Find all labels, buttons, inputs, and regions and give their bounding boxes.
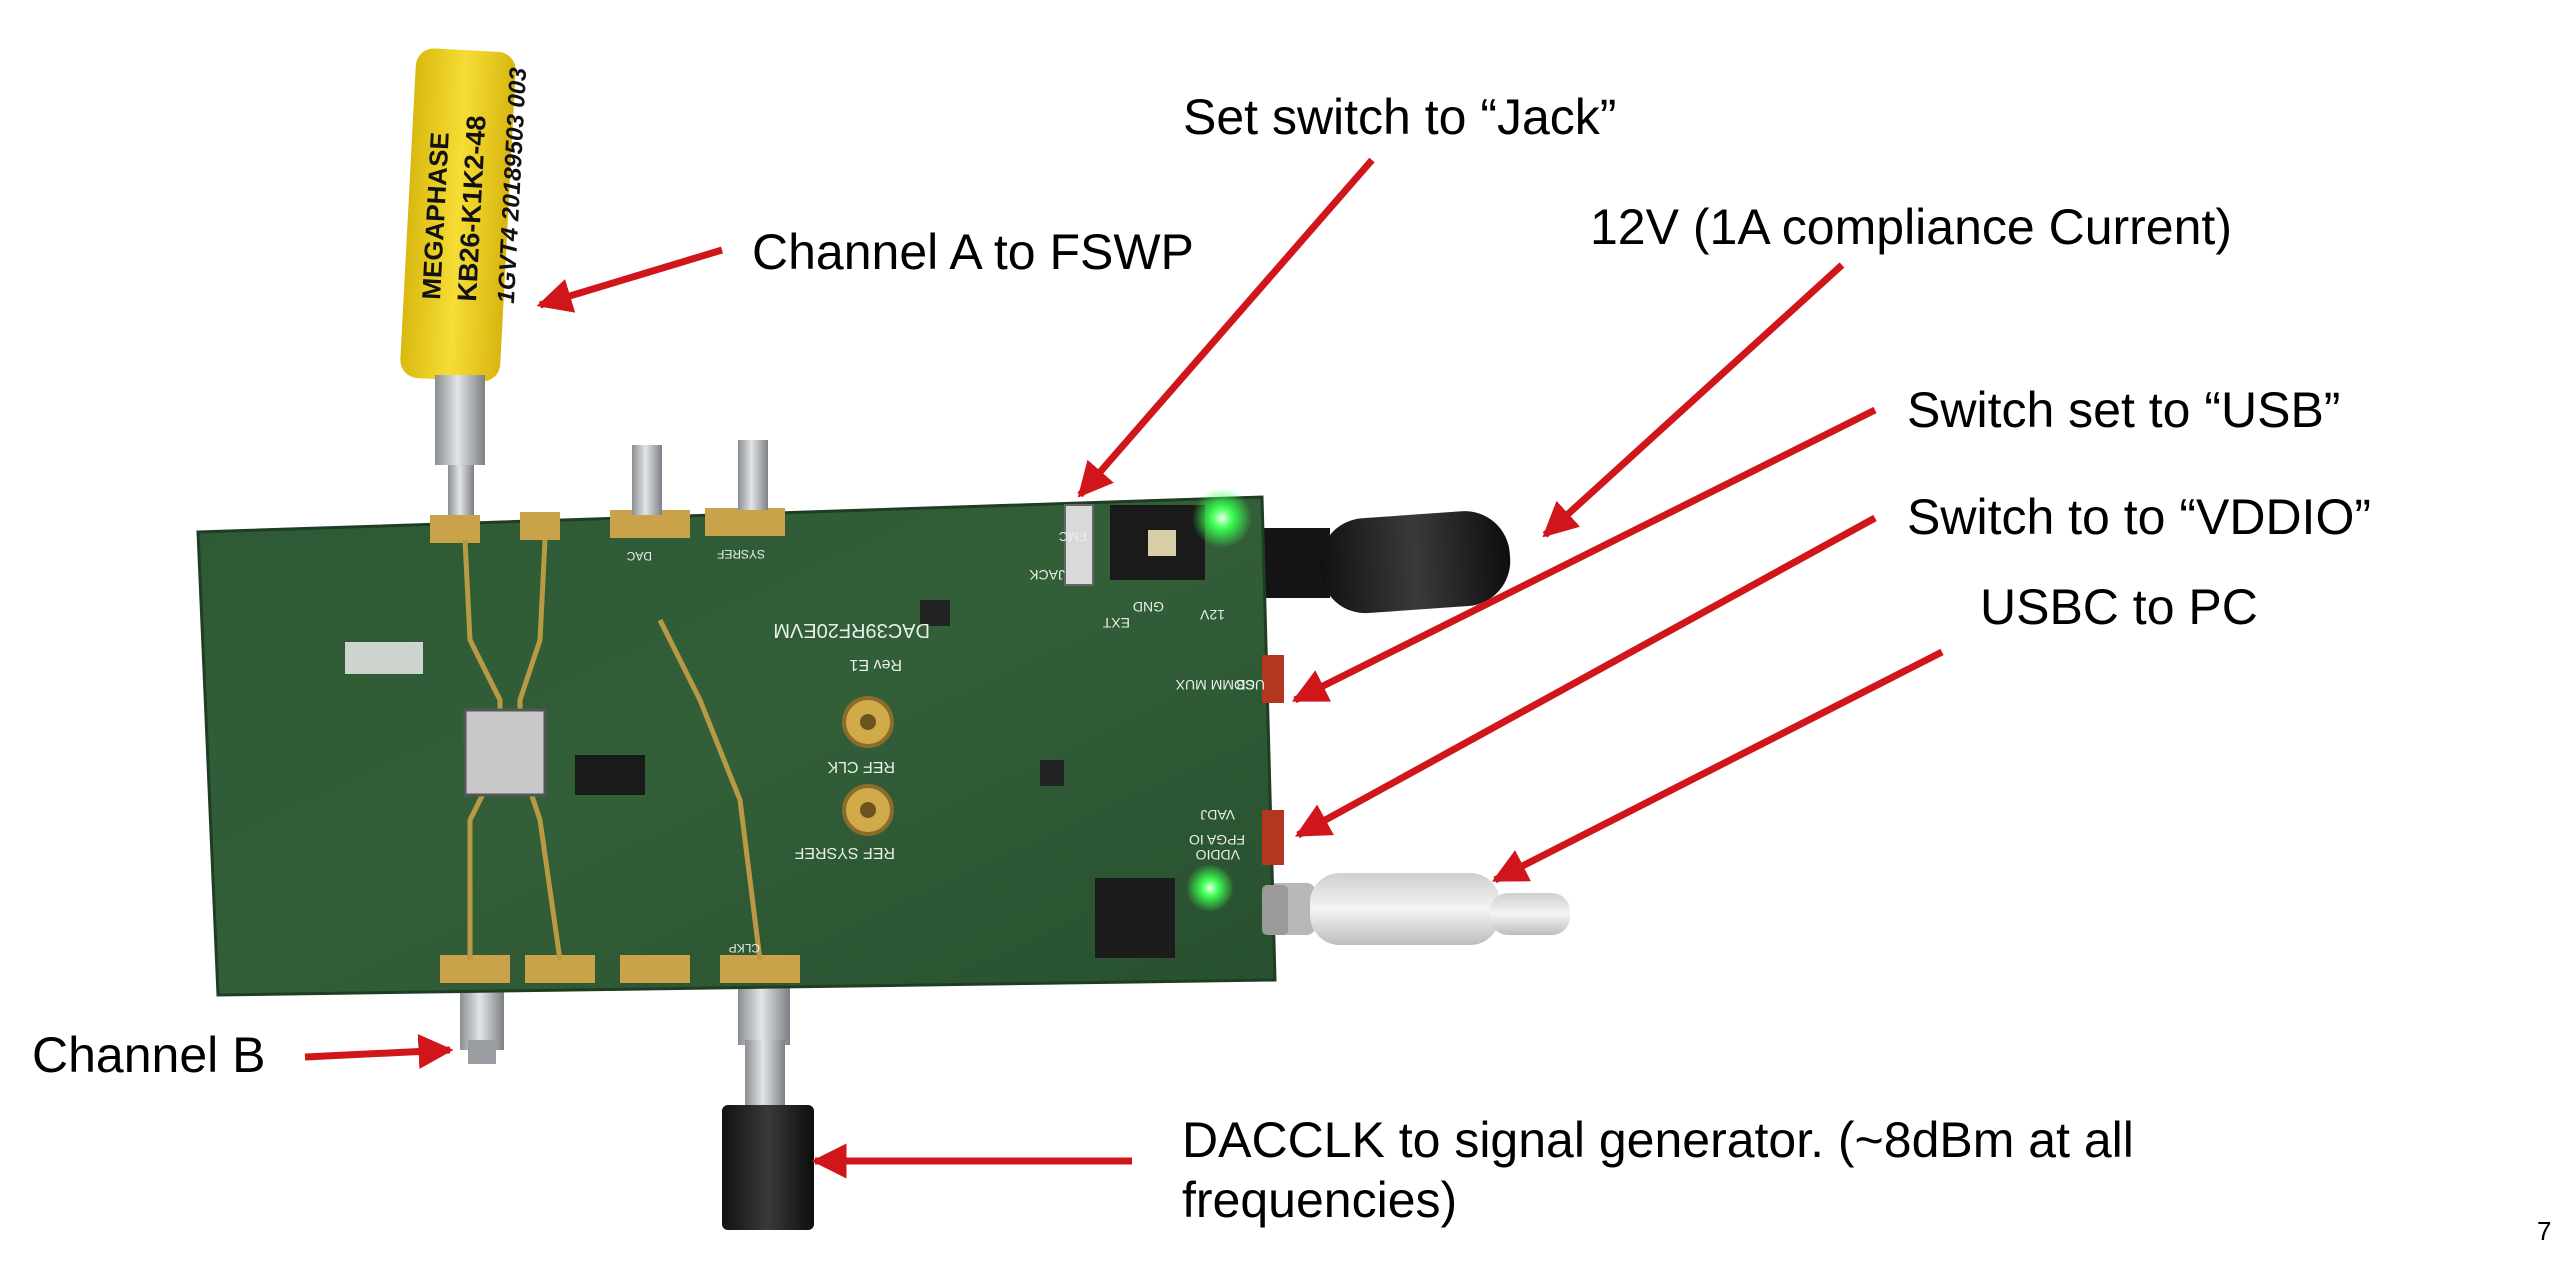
board-revision: Rev E1 — [849, 656, 902, 673]
top-sma-pads — [430, 508, 785, 543]
ref-sysref-label: REF SYSREF — [794, 844, 895, 861]
jack-switch[interactable] — [1064, 504, 1094, 586]
vddio-switch[interactable] — [1262, 810, 1284, 865]
evm-board: DAC39RF20EVM Rev E1 REF CLK REF SYSREF U… — [196, 440, 1288, 997]
clock-chip — [575, 755, 645, 795]
usb-led — [1186, 864, 1234, 912]
vddio-label: VDDIO — [1196, 847, 1240, 863]
bottom-sma-pads — [440, 955, 800, 983]
arrow-usb-switch — [1291, 406, 1877, 704]
callout-arrows — [304, 157, 1944, 1179]
top-sma-connectors — [632, 440, 768, 515]
usbc-port[interactable] — [1262, 885, 1288, 935]
callout-power: 12V (1A compliance Current) — [1590, 199, 2232, 255]
comm-mux-label: COMM MUX — [1175, 677, 1255, 693]
arrow-jack-switch — [1077, 157, 1375, 498]
callout-usb-switch: Switch set to “USB” — [1907, 382, 2341, 438]
twelve-v-label: 12V — [1199, 607, 1225, 623]
dac-chip — [463, 708, 547, 797]
fpga-io-label: FPGA IO — [1189, 832, 1245, 848]
callout-channel-b: Channel B — [32, 1027, 266, 1083]
arrow-usbc — [1491, 648, 1944, 884]
clkp-label: CLKP — [729, 941, 760, 955]
small-chip-1 — [920, 600, 950, 626]
callout-usbc: USBC to PC — [1980, 579, 2258, 635]
page-number: 7 — [2537, 1216, 2552, 1246]
callout-vddio-switch: Switch to to “VDDIO” — [1907, 489, 2371, 545]
usb-comm-mux-switch[interactable] — [1262, 655, 1284, 703]
power-cable — [1250, 511, 1511, 614]
usb-label: USB — [1236, 677, 1265, 693]
callout-dacclk: DACCLK to signal generator. (~8dBm at al… — [1182, 1112, 2134, 1228]
fmc-label: FMC — [1059, 529, 1087, 544]
callout-channel-a: Channel A to FSWP — [752, 224, 1194, 280]
callout-jack-switch: Set switch to “Jack” — [1183, 89, 1617, 145]
sysref-label: SYSREF — [717, 547, 765, 561]
fpga-interface-chip — [1095, 878, 1175, 958]
board-model: DAC39RF20EVM — [773, 619, 930, 641]
channel-a-cable: MEGAPHASE KB26-K1K2-48 1GVT4 20189503 00… — [400, 48, 532, 525]
arrow-power — [1542, 262, 1845, 538]
gnd-label: GND — [1133, 599, 1164, 615]
arrow-channel-b — [304, 1034, 454, 1069]
dacclk-cable — [722, 985, 814, 1230]
power-led — [1192, 488, 1252, 548]
ref-clk-label: REF CLK — [827, 758, 895, 775]
jack-label: JACK — [1029, 567, 1065, 583]
board-white-label — [345, 642, 423, 674]
small-chip-2 — [1040, 760, 1064, 786]
usbc-cable — [1265, 873, 1570, 945]
arrow-vddio-switch — [1294, 514, 1877, 839]
ref-sma-jacks — [842, 696, 894, 836]
dac-label: DAC — [626, 549, 652, 563]
ext-label: EXT — [1102, 615, 1130, 631]
arrow-channel-a — [536, 246, 724, 313]
vadj-label: VADJ — [1200, 807, 1235, 823]
